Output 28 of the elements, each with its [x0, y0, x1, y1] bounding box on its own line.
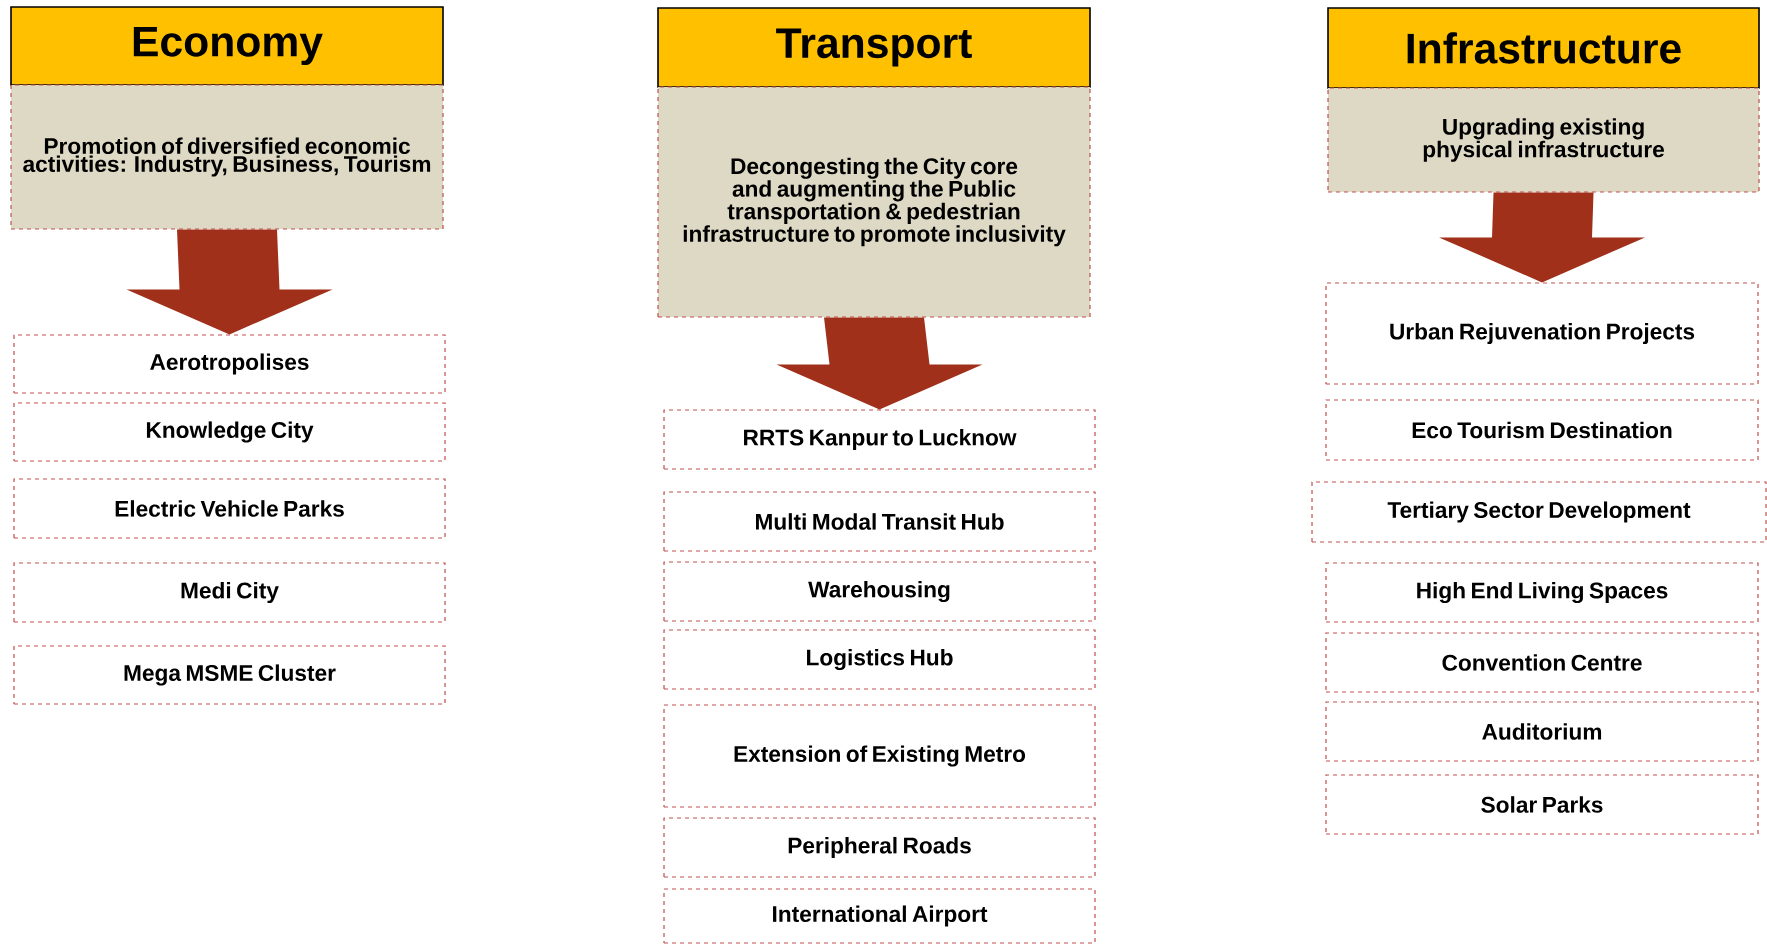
item-box: International Airport — [663, 888, 1096, 944]
item-box: Convention Centre — [1325, 632, 1759, 693]
item-box: Mega MSME Cluster — [13, 645, 446, 705]
item-box: Logistics Hub — [663, 629, 1096, 690]
item-box: Electric Vehicle Parks — [13, 478, 446, 539]
item-box: Knowledge City — [13, 402, 446, 462]
block-arrow — [1439, 192, 1645, 283]
item-box: High End Living Spaces — [1325, 562, 1759, 623]
block-arrow — [126, 229, 333, 335]
item-box: Auditorium — [1325, 701, 1759, 762]
description-box: Upgrading existing physical infrastructure — [1327, 87, 1760, 193]
item-box: Peripheral Roads — [663, 817, 1096, 878]
item-box: Urban Rejuvenation Projects — [1325, 282, 1759, 385]
item-box: Aerotropolises — [13, 334, 446, 394]
header-box: Infrastructure — [1327, 7, 1760, 89]
description-box: Promotion of diversified economic activities: Industry, Business, Tourism — [10, 84, 444, 230]
item-box: RRTS Kanpur to Lucknow — [663, 409, 1096, 470]
item-box: Solar Parks — [1325, 774, 1759, 835]
item-box: Eco Tourism Destination — [1325, 399, 1759, 461]
item-box: Multi Modal Transit Hub — [663, 491, 1096, 552]
item-box: Medi City — [13, 562, 446, 623]
item-box: Tertiary Sector Development — [1311, 481, 1767, 543]
item-box: Extension of Existing Metro — [663, 704, 1096, 808]
header-box: Economy — [10, 6, 444, 86]
item-box: Warehousing — [663, 561, 1096, 622]
block-arrow — [776, 317, 983, 410]
header-box: Transport — [657, 7, 1091, 88]
description-box: Decongesting the City core and augmenting the Public transportation & pedestrian infrastructure to promote inclusivity — [657, 86, 1091, 318]
